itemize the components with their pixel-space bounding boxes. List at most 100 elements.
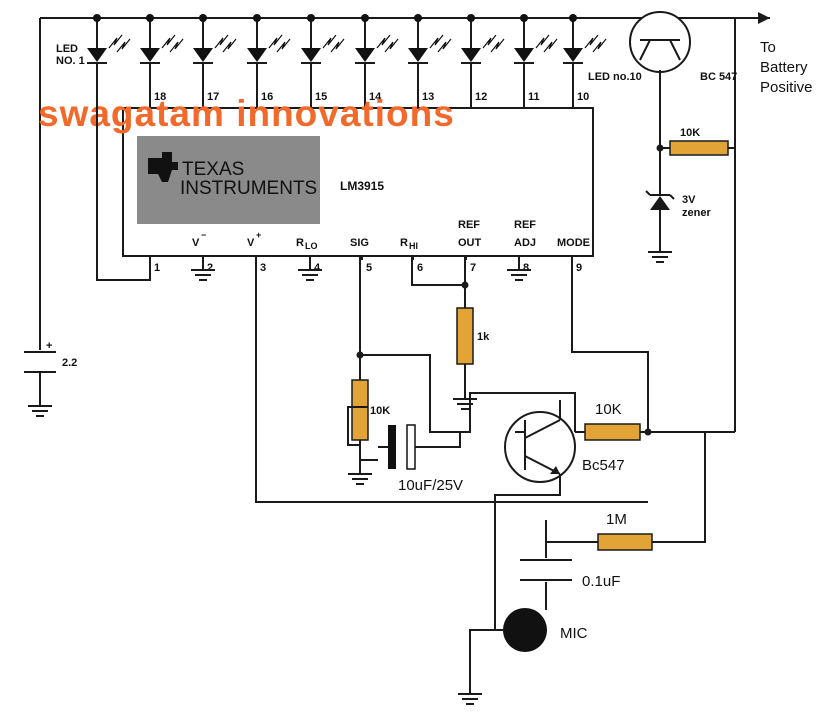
mic-label: MIC	[560, 625, 588, 642]
light-ray-icon	[482, 34, 505, 53]
ic-bottom-pin-number: 5	[366, 262, 372, 274]
r1m-left	[545, 520, 598, 543]
logo-line1: TEXAS	[182, 159, 244, 180]
q2-collector	[559, 400, 585, 433]
ic-part-number: LM3915	[340, 179, 384, 193]
light-ray-icon	[108, 34, 131, 53]
ic-pin-label-sub: −	[201, 230, 206, 240]
pot-bottom	[359, 440, 378, 461]
ic-pin-label: REF	[458, 219, 480, 231]
ic-pin-label: OUT	[458, 237, 482, 249]
ic-pin-label: MODE	[557, 237, 590, 249]
ic-pin-label: ADJ	[514, 237, 536, 249]
battery-label-2: Battery	[760, 59, 808, 76]
led-diode-icon	[193, 48, 213, 62]
resistor-10k	[584, 423, 641, 441]
zener-label-1: 3V	[682, 194, 696, 206]
ic-bottom-pin-number: 9	[576, 262, 582, 274]
cap-01uf	[520, 542, 572, 605]
ground-icon	[458, 680, 482, 705]
ic-bottom-pin-number: 8	[523, 262, 529, 274]
sig-to-cap	[359, 354, 460, 433]
light-ray-icon	[268, 34, 291, 53]
led-diode-icon	[87, 48, 107, 62]
pot-10k	[351, 379, 369, 441]
light-ray-icon	[322, 34, 345, 53]
r1m-label: 1M	[606, 511, 627, 528]
zener-icon	[650, 196, 670, 210]
ic-pin-label-sub: HI	[409, 241, 418, 251]
ti-logo-icon	[148, 152, 178, 182]
ic-top-pin-number: 14	[369, 91, 382, 103]
led-diode-icon	[408, 48, 428, 62]
mic-wires	[469, 582, 547, 680]
r-top-label: 10K	[680, 127, 700, 139]
light-ray-icon	[584, 34, 607, 53]
cap-10uf-plate2	[406, 424, 416, 470]
q2-emitter-wire	[494, 474, 561, 630]
cap-right-lead	[415, 432, 461, 448]
cap-2-2-label: 2.2	[62, 357, 77, 369]
ic-top-pin-number: 12	[475, 91, 487, 103]
ground-icon	[191, 256, 215, 281]
zener-label-2: zener	[682, 207, 711, 219]
light-ray-icon	[429, 34, 452, 53]
light-ray-icon	[214, 34, 237, 53]
transistor-q1	[629, 11, 691, 73]
led1-label-line1: LED	[56, 43, 78, 55]
led-diode-icon	[514, 48, 534, 62]
pin1-wire	[96, 62, 151, 281]
ground-icon	[298, 256, 322, 281]
battery-arrow-icon	[758, 12, 770, 24]
ic-pin-label-sub: LO	[305, 241, 318, 251]
pot-label: 10K	[370, 405, 390, 417]
ic-top-pin-number: 16	[261, 91, 273, 103]
cap-plus-label: +	[46, 340, 52, 352]
ic-pin-label: SIG	[350, 237, 369, 249]
r1m-right	[652, 432, 706, 543]
ic-top-pin-number: 10	[577, 91, 589, 103]
rhi-refout-wire	[411, 256, 466, 286]
mic-icon	[503, 608, 547, 652]
ic-pin-label: R	[400, 237, 408, 249]
ground-icon	[28, 392, 52, 417]
led-diode-icon	[301, 48, 321, 62]
ic-top-pin-number: 11	[528, 91, 540, 103]
ic-pin-label-sub: +	[256, 230, 261, 240]
ic-bottom-pin-number: 1	[154, 262, 160, 274]
led1-label-line2: NO. 1	[56, 55, 85, 67]
battery-label-3: Positive	[760, 79, 813, 96]
logo-line2: INSTRUMENTS	[180, 178, 317, 199]
ic-top-pin-number: 13	[422, 91, 434, 103]
light-ray-icon	[161, 34, 184, 53]
q2-feed	[460, 392, 576, 433]
transistor-q2	[504, 411, 576, 483]
cap-10uf-plate1	[388, 425, 396, 469]
ic-pin-label: REF	[514, 219, 536, 231]
ground-icon	[507, 256, 531, 281]
ic-pin-label: V	[247, 237, 255, 249]
ic-bottom-pin-number: 4	[314, 262, 321, 274]
resistor-10k-top	[669, 140, 729, 156]
ic-bottom-pin-number: 2	[207, 262, 213, 274]
ic-top-pin-number: 17	[207, 91, 219, 103]
cap-10uf-label: 10uF/25V	[398, 477, 463, 494]
vplus-wire	[255, 256, 648, 503]
q1-legs	[639, 39, 681, 61]
q1-label: BC 547	[700, 71, 737, 83]
ic-top-pin-number: 15	[315, 91, 327, 103]
led-diode-icon	[247, 48, 267, 62]
led-diode-icon	[563, 48, 583, 62]
led-diode-icon	[355, 48, 375, 62]
ic-bottom-pin-number: 3	[260, 262, 266, 274]
pot-wiper	[347, 406, 368, 446]
light-ray-icon	[376, 34, 399, 53]
zener-bar	[645, 190, 675, 200]
ground-icon	[648, 238, 672, 263]
resistor-1m	[597, 533, 653, 551]
battery-label-1: To	[760, 39, 776, 56]
